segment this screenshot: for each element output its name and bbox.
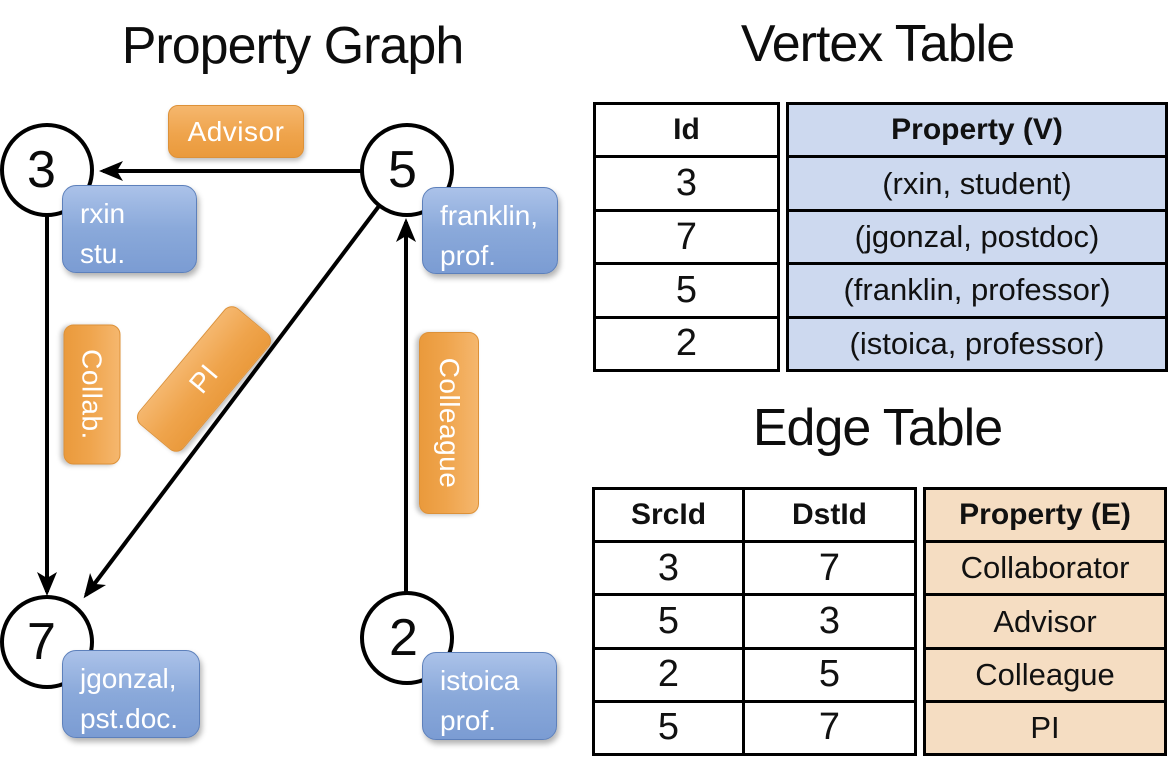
vertex-table-cell: 7	[596, 212, 777, 266]
property-line: istoica	[440, 665, 520, 696]
edge-table-cell: PI	[1030, 709, 1060, 745]
node-2-label: 2	[389, 609, 418, 667]
property-line: prof.	[440, 704, 497, 736]
node-5-property-box: franklin, prof.	[422, 187, 558, 274]
vertex-table-cell: 2	[675, 322, 698, 365]
edge-label-advisor: Advisor	[168, 105, 304, 158]
property-line: jgonzal,	[80, 663, 177, 694]
edge-table-cell: 5	[745, 650, 914, 703]
vertex-table-property-column: Property (V) (rxin, student) (jgonzal, p…	[786, 102, 1168, 372]
property-line: franklin,	[440, 200, 539, 231]
property-line: pst.doc.	[80, 702, 179, 734]
edge-table-cell: 2	[595, 650, 742, 703]
edge-table-property-column: Property (E) Collaborator Advisor Collea…	[923, 487, 1167, 756]
edge-table-dstid-column: DstId 7 3 5 7	[745, 490, 914, 753]
edge-table-title: Edge Table	[752, 399, 1003, 457]
vertex-table-cell: 5	[596, 265, 777, 319]
property-line: stu.	[80, 237, 126, 269]
edge-table-srcid-column: SrcId 3 5 2 5	[595, 490, 745, 753]
edge-table-cell: Collaborator	[926, 543, 1164, 597]
edge-table-cell: Advisor	[926, 596, 1164, 650]
node-3-property-box: rxin stu.	[62, 185, 197, 273]
vertex-table-cell: 3	[596, 158, 777, 212]
property-line: rxin	[80, 198, 126, 229]
vertex-table-cell: (rxin, student)	[789, 158, 1165, 212]
node-2-property-box: istoica prof.	[422, 652, 557, 740]
edge-table-cell: 7	[745, 543, 914, 597]
vertex-table-header-id: Id	[596, 105, 777, 159]
edge-table-cell: 5	[595, 596, 742, 650]
edge-5-to-7	[83, 204, 381, 599]
vertex-table-title: Vertex Table	[740, 15, 1015, 73]
edge-table-cell: 3	[745, 596, 914, 650]
vertex-table-cell: (jgonzal, postdoc)	[789, 212, 1165, 266]
vertex-table-id-column: Id 3 7 5 2	[593, 102, 780, 372]
vertex-table-cell: (franklin, professor)	[789, 265, 1165, 319]
edge-table-cell: 5	[657, 706, 680, 749]
node-5-label: 5	[388, 141, 417, 199]
vertex-table-cell: (istoica, professor)	[849, 325, 1105, 361]
edge-table-header-srcid: SrcId	[595, 490, 742, 544]
edge-table-cell: 3	[595, 543, 742, 597]
edge-table-id-columns: SrcId 3 5 2 5 DstId 7 3 5 7	[592, 487, 917, 756]
property-line: prof.	[440, 239, 497, 271]
edge-table-cell: 7	[818, 706, 841, 749]
edge-table-header-property: Property (E)	[926, 490, 1164, 544]
node-7-label: 7	[27, 613, 56, 671]
node-3-label: 3	[27, 141, 56, 199]
vertex-table-header-property: Property (V)	[789, 105, 1165, 159]
edge-table-cell: Colleague	[926, 650, 1164, 703]
edge-label-colleague: Colleague	[419, 332, 479, 514]
node-7-property-box: jgonzal, pst.doc.	[62, 650, 200, 738]
edge-label-collab: Collab.	[63, 324, 121, 465]
edge-table-header-dstid: DstId	[745, 490, 914, 544]
property-graph-title: Property Graph	[121, 17, 465, 75]
